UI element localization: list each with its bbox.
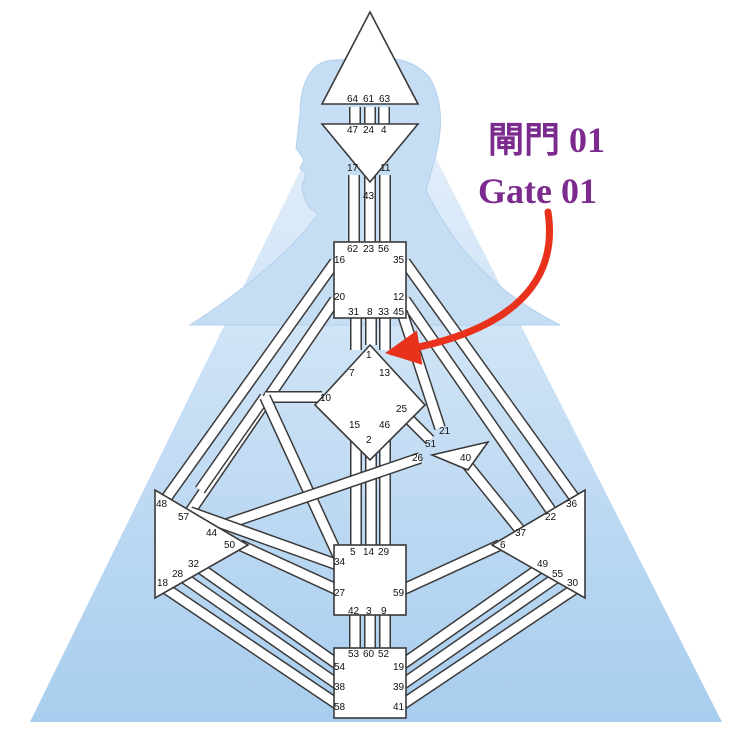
gate-13: 13 <box>379 368 391 379</box>
root-center <box>333 647 407 719</box>
gate-38: 38 <box>334 682 346 693</box>
g-center <box>313 343 427 462</box>
gate-20: 20 <box>334 292 346 303</box>
gate-57: 57 <box>178 512 190 523</box>
gate-9: 9 <box>381 606 387 617</box>
gate-43: 43 <box>363 191 375 202</box>
gate-40: 40 <box>460 453 472 464</box>
gate-2: 2 <box>366 435 372 446</box>
gate-12: 12 <box>393 292 405 303</box>
gate-48: 48 <box>156 499 168 510</box>
head-center <box>320 10 420 105</box>
gate-47: 47 <box>347 125 359 136</box>
ajna-center <box>320 123 420 184</box>
gate-3: 3 <box>366 606 372 617</box>
gate-42: 42 <box>348 606 360 617</box>
gate-28: 28 <box>172 569 184 580</box>
gate-45: 45 <box>393 307 405 318</box>
gate-61: 61 <box>363 94 375 105</box>
gate-39: 39 <box>393 682 405 693</box>
gate-19: 19 <box>393 662 405 673</box>
gate-5: 5 <box>350 547 356 558</box>
ego-center <box>429 440 490 471</box>
gate-50: 50 <box>224 540 236 551</box>
gate-4: 4 <box>381 125 387 136</box>
gate-64: 64 <box>347 94 359 105</box>
gate-8: 8 <box>367 307 373 318</box>
spleen-center <box>154 488 250 600</box>
gate-34: 34 <box>334 557 346 568</box>
gate-63: 63 <box>379 94 391 105</box>
gate-46: 46 <box>379 420 391 431</box>
gate-58: 58 <box>334 702 346 713</box>
gate-37: 37 <box>515 528 527 539</box>
gate-23: 23 <box>363 244 375 255</box>
gate-59: 59 <box>393 588 405 599</box>
gate-52: 52 <box>378 649 390 660</box>
centers <box>154 10 586 719</box>
gate-22: 22 <box>545 512 557 523</box>
gate-01-callout: 閘門 01 Gate 01 <box>385 120 605 365</box>
callout-line-chinese: 閘門 01 <box>488 120 605 160</box>
gate-49: 49 <box>537 559 549 570</box>
gate-11: 11 <box>380 163 391 174</box>
gate-10: 10 <box>320 393 332 404</box>
gate-32: 32 <box>188 559 200 570</box>
gate-14: 14 <box>363 547 375 558</box>
gate-6: 6 <box>500 540 506 551</box>
gate-27: 27 <box>334 588 346 599</box>
gate-15: 15 <box>349 420 361 431</box>
gate-29: 29 <box>378 547 390 558</box>
gate-17: 17 <box>347 163 359 174</box>
gate-31: 31 <box>348 307 360 318</box>
channels <box>160 107 581 711</box>
gate-24: 24 <box>363 125 375 136</box>
gate-16: 16 <box>334 255 346 266</box>
gate-26: 26 <box>412 453 424 464</box>
gate-60: 60 <box>363 649 375 660</box>
gate-18: 18 <box>157 578 169 589</box>
solar-plexus-center <box>490 488 586 600</box>
gate-30: 30 <box>567 578 579 589</box>
gate-33: 33 <box>378 307 390 318</box>
gate-55: 55 <box>552 569 564 580</box>
gate-labels: 64 61 63 47 24 4 17 11 43 62 23 56 16 35… <box>156 94 579 713</box>
sacral-center <box>333 544 407 616</box>
gate-1: 1 <box>366 350 372 361</box>
gate-35: 35 <box>393 255 405 266</box>
gate-36: 36 <box>566 499 578 510</box>
callout-line-english: Gate 01 <box>478 171 597 211</box>
callout-arrow <box>385 208 553 365</box>
gate-54: 54 <box>334 662 346 673</box>
gate-41: 41 <box>393 702 405 713</box>
gate-25: 25 <box>396 404 408 415</box>
gate-51: 51 <box>425 439 437 450</box>
gate-7: 7 <box>349 368 355 379</box>
gate-62: 62 <box>347 244 359 255</box>
gate-21: 21 <box>439 426 451 437</box>
gate-53: 53 <box>348 649 360 660</box>
gate-44: 44 <box>206 528 218 539</box>
throat-center <box>333 241 407 319</box>
gate-56: 56 <box>378 244 390 255</box>
